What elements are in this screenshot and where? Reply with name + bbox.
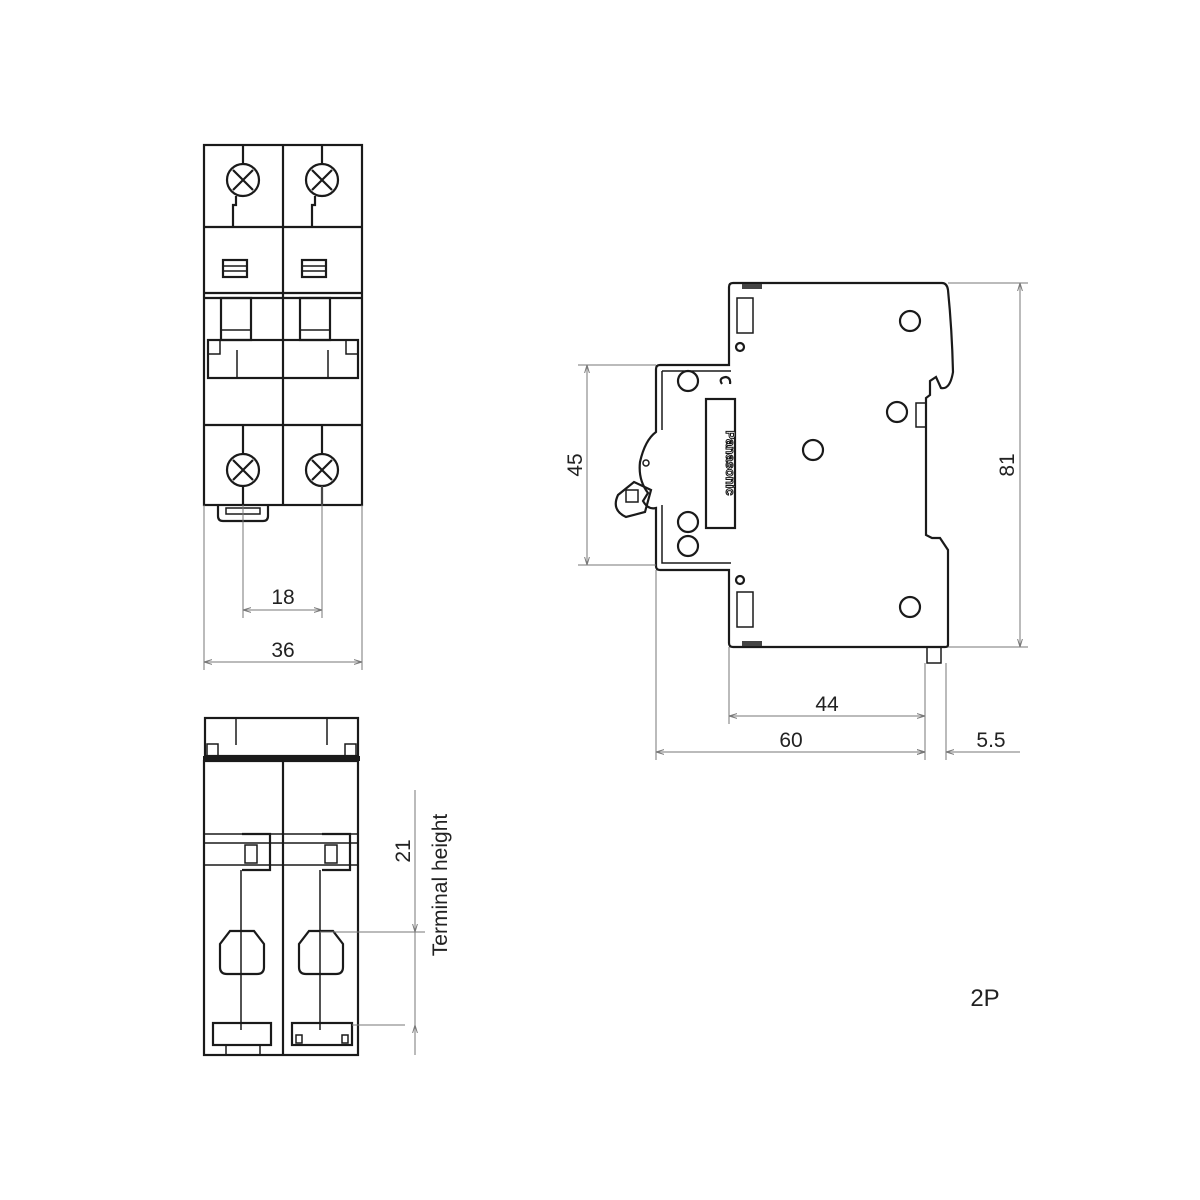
dim-front-width: 36 bbox=[271, 639, 294, 662]
indicator-window-icon bbox=[221, 258, 328, 279]
front-dimensions: 18 36 bbox=[203, 486, 363, 670]
dim-rail-offset: 5.5 bbox=[976, 729, 1005, 752]
dim-depth-front: 44 bbox=[815, 693, 839, 716]
dim-terminal-height: 21 bbox=[392, 839, 415, 862]
dim-height: 81 bbox=[996, 453, 1019, 476]
side-view: Panasonic bbox=[614, 281, 955, 664]
dim-rail-height: 45 bbox=[564, 453, 587, 476]
side-dimensions: 45 81 44 60 5.5 bbox=[564, 282, 1028, 760]
dim-depth-total: 60 bbox=[779, 729, 802, 752]
front-view bbox=[202, 143, 364, 523]
terminal-opening-icon bbox=[218, 929, 345, 976]
bottom-view bbox=[202, 716, 360, 1057]
terminal-height-dimension: 21 Terminal height bbox=[320, 790, 452, 1055]
terminal-height-label: Terminal height bbox=[429, 814, 452, 957]
mounting-hole-icon bbox=[676, 309, 922, 619]
brand-logo: Panasonic bbox=[723, 430, 738, 495]
pole-count-label: 2P bbox=[970, 985, 999, 1012]
dim-pole-pitch: 18 bbox=[271, 586, 294, 609]
